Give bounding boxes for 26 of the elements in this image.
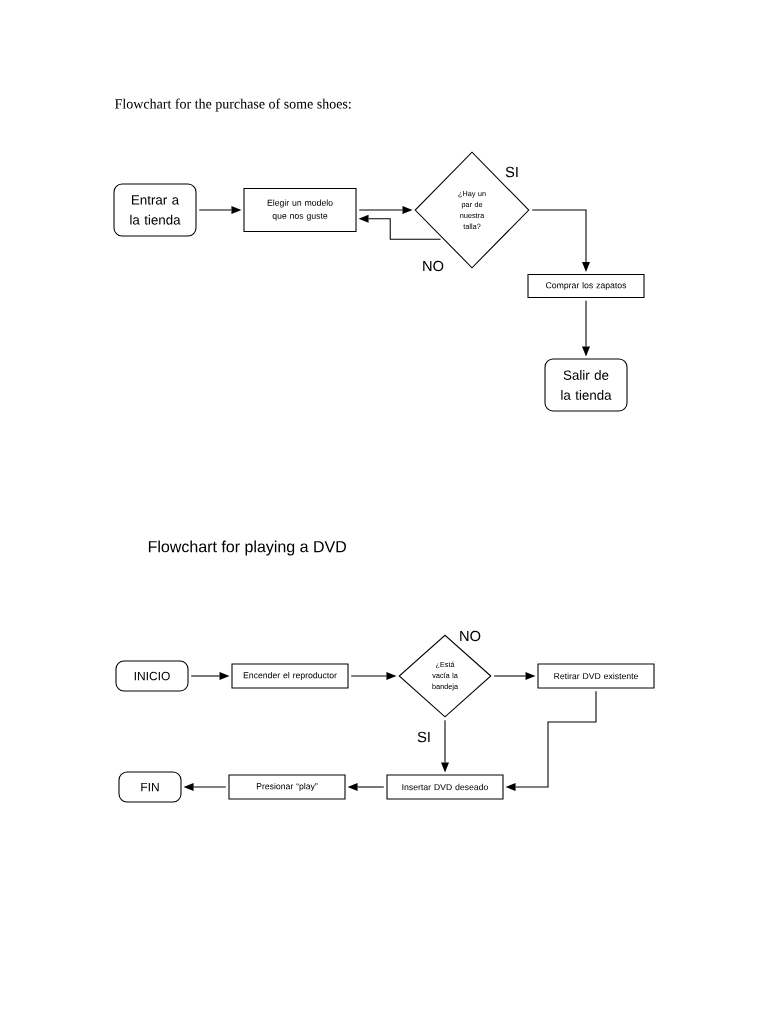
arrow [347,783,385,791]
arrow [358,206,413,214]
arrow [190,672,230,680]
arrow [505,690,597,791]
edge-label: SI [415,730,433,744]
process-box: Insertar DVD deseado [386,774,504,800]
terminal-box: Salir de la tienda [544,358,628,412]
terminal-box: Entrar a la tienda [113,183,197,237]
heading: Flowchart for the purchase of some shoes: [115,98,351,112]
arrow [198,206,242,214]
process-box: Presionar “play” [228,774,346,800]
arrow [183,783,227,791]
arrow [350,672,397,680]
process-box: Retirar DVD existente [537,663,655,689]
arrow [582,300,590,357]
arrow [493,672,536,680]
heading: Flowchart for playing a DVD [148,540,346,556]
terminal-box: FIN [118,771,182,803]
process-box: Encender el reproductor [231,663,349,689]
process-box: Elegir un modelo que nos guste [243,187,357,233]
terminal-box: INICIO [115,660,189,692]
arrow [358,214,442,240]
arrow [441,719,449,773]
arrow [531,209,590,272]
edge-label: SI [503,165,521,179]
process-box: Comprar los zapatos [527,273,645,299]
